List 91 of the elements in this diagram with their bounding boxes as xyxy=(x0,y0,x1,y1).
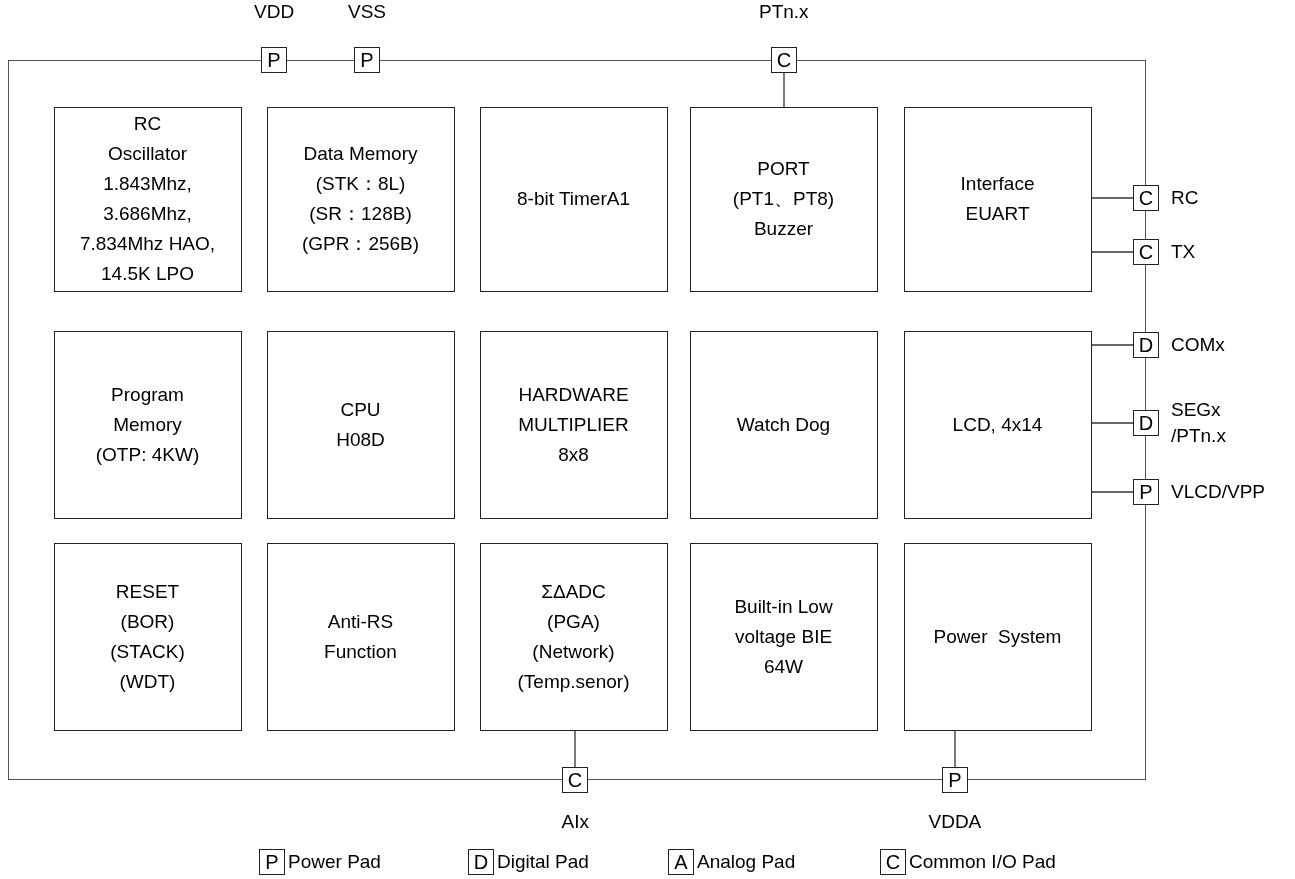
function-block xyxy=(53,330,242,519)
pad-symbol: P xyxy=(259,849,285,875)
block-text: EUART xyxy=(965,202,1030,226)
function-block xyxy=(53,542,242,731)
block-text: LCD, 4x14 xyxy=(952,412,1043,437)
block-text: (PT1、PT8) xyxy=(732,187,835,211)
block-text: 3.686Mhz, xyxy=(103,202,192,226)
function-block xyxy=(266,542,455,731)
wire xyxy=(1091,422,1134,424)
pad-box: P xyxy=(1133,479,1159,505)
block-text: (OTP: 4KW) xyxy=(95,442,200,467)
pin-label: COMx xyxy=(1171,333,1225,357)
wire xyxy=(783,72,785,108)
pad-symbol: D xyxy=(468,849,494,875)
block-text: PORT xyxy=(757,157,810,181)
wire xyxy=(1091,251,1134,253)
block-text: 8x8 xyxy=(558,442,589,467)
pin-label: AIx xyxy=(561,810,589,834)
block-text: (STK：8L) xyxy=(315,172,406,196)
function-block xyxy=(266,106,455,292)
pad-symbol: A xyxy=(668,849,694,875)
block-text: Buzzer xyxy=(753,217,814,241)
legend-text: Power Pad xyxy=(288,850,381,874)
block-text: CPU xyxy=(340,397,381,422)
block-text: Program xyxy=(111,382,184,407)
wire xyxy=(1091,197,1134,199)
block-text: (BOR) xyxy=(120,609,175,634)
block-text: Power System xyxy=(933,624,1062,649)
pin-label: VSS xyxy=(348,0,387,24)
legend-text: Analog Pad xyxy=(697,850,796,874)
wire xyxy=(1091,344,1134,346)
block-text: Oscillator xyxy=(107,142,188,166)
block-text: MULTIPLIER xyxy=(518,412,629,437)
pad-symbol: C xyxy=(880,849,906,875)
block-text: RC xyxy=(133,112,162,136)
pad-box: P xyxy=(261,47,287,73)
block-text: (GPR：256B) xyxy=(301,232,420,256)
block-text: HARDWARE xyxy=(518,382,629,407)
legend-text: Digital Pad xyxy=(497,850,589,874)
function-block xyxy=(479,542,668,731)
function-block xyxy=(903,330,1092,519)
pin-label: TX xyxy=(1171,240,1196,264)
pin-label: VDD xyxy=(254,0,295,24)
wire xyxy=(954,730,956,768)
block-text: 8-bit TimerA1 xyxy=(517,187,630,211)
block-text: (Network) xyxy=(532,639,615,664)
block-text: (STACK) xyxy=(110,639,185,664)
pad-box: C xyxy=(1133,239,1159,265)
block-text: Memory xyxy=(113,412,182,437)
function-block xyxy=(689,330,878,519)
wire xyxy=(1091,491,1134,493)
wire xyxy=(574,730,576,768)
function-block xyxy=(903,542,1092,731)
block-text: 64W xyxy=(763,654,804,679)
function-block xyxy=(689,542,878,731)
block-text: Anti-RS xyxy=(327,609,394,634)
pad-box: P xyxy=(354,47,380,73)
pad-box: C xyxy=(771,47,797,73)
function-block xyxy=(53,106,242,292)
function-block xyxy=(479,330,668,519)
legend-text: Common I/O Pad xyxy=(909,850,1056,874)
block-text: (PGA) xyxy=(547,609,600,634)
block-text: Watch Dog xyxy=(736,412,831,437)
pad-box: P xyxy=(942,767,968,793)
block-text: H08D xyxy=(336,427,385,452)
pin-label: PTn.x xyxy=(759,0,809,24)
block-text: 14.5K LPO xyxy=(101,262,194,286)
block-text: 7.834Mhz HAO, xyxy=(79,232,216,256)
pad-box: D xyxy=(1133,410,1159,436)
function-block xyxy=(266,330,455,519)
block-text: Built-in Low xyxy=(734,594,833,619)
pad-box: D xyxy=(1133,332,1159,358)
pin-label: SEGx /PTn.x xyxy=(1171,398,1227,448)
block-text: (WDT) xyxy=(119,669,176,694)
block-text: 1.843Mhz, xyxy=(103,172,192,196)
pin-label: VLCD/VPP xyxy=(1171,480,1265,504)
block-text: Function xyxy=(324,639,397,664)
pad-box: C xyxy=(1133,185,1159,211)
pin-label: RC xyxy=(1171,186,1199,210)
block-text: (Temp.senor) xyxy=(517,669,630,694)
block-text: (SR：128B) xyxy=(309,202,412,226)
function-block xyxy=(479,106,668,292)
function-block xyxy=(903,106,1092,292)
block-text: ΣΔADC xyxy=(541,579,606,604)
block-text: RESET xyxy=(115,579,180,604)
function-block xyxy=(689,106,878,292)
pin-label: VDDA xyxy=(928,810,982,834)
block-text: Interface xyxy=(960,172,1035,196)
pad-box: C xyxy=(562,767,588,793)
block-text: voltage BIE xyxy=(734,624,833,649)
block-text: Data Memory xyxy=(303,142,418,166)
